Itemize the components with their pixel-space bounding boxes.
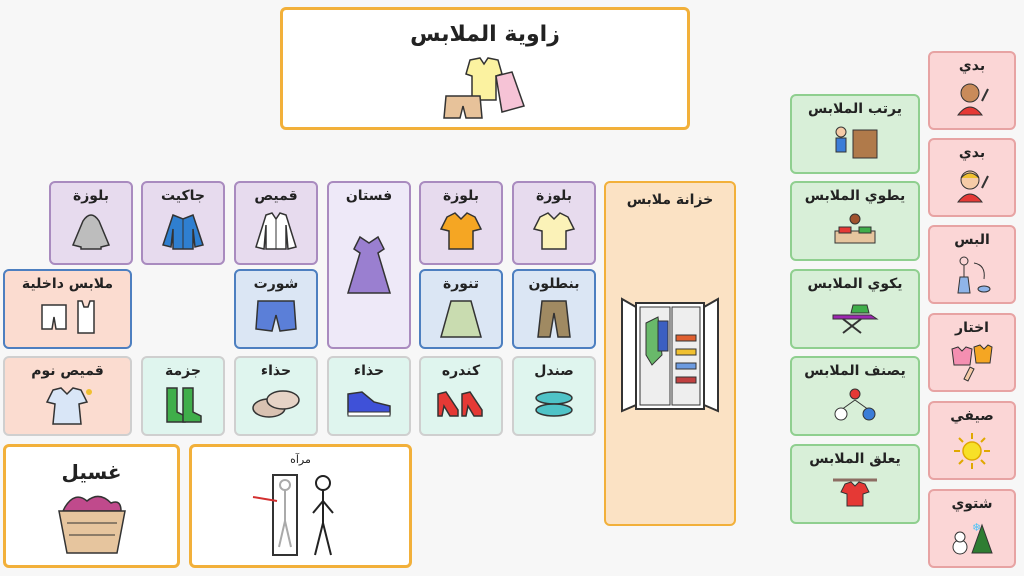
laundry-label: غسيل [61,460,122,484]
shirt-label: قميص [254,188,298,204]
choose-icon [951,344,993,382]
slipper-icon [252,390,300,418]
blouse-label: بلوزة [535,188,573,204]
heels-card[interactable]: كندره [419,356,503,436]
clothes-group-icon [443,57,525,119]
verb-want-girl-card[interactable]: بدي [928,138,1016,217]
shirt-card[interactable]: قميص [234,181,318,265]
skirt-card[interactable]: تنورة [419,269,503,349]
blouse-orange-card[interactable]: بلوزة [419,181,503,265]
sandal-icon [535,391,573,417]
blouse-icon [532,212,576,250]
boots-card[interactable]: جزمة [141,356,225,436]
action-fold-card[interactable]: يطوي الملابس [790,181,920,261]
fold-clothes-icon [834,213,876,244]
mirror-label: مرآه [290,453,311,466]
mirror-icon [252,474,334,556]
sandal-card[interactable]: صندل [512,356,596,436]
trousers-icon [537,300,571,338]
verb-want-boy-card[interactable]: بدي [928,51,1016,130]
sneaker-label: حذاء [353,363,385,379]
verb-winter-label: شتوي [951,496,993,512]
hang-clothes-icon [833,478,877,507]
slipper-label: حذاء [260,363,292,379]
dress-card[interactable]: فستان [327,181,411,349]
slipper-card[interactable]: حذاء [234,356,318,436]
action-arrange-card[interactable]: يرتب الملابس [790,94,920,174]
boots-label: جزمة [165,363,201,379]
verb-winter-card[interactable]: شتوي ❄ [928,489,1016,568]
hoodie-icon [71,214,111,250]
action-hang-card[interactable]: يعلق الملابس [790,444,920,524]
verb-want-boy-label: بدي [958,58,986,74]
underwear-icon [40,300,95,334]
nightgown-card[interactable]: قميص نوم [3,356,132,436]
page-title: زاوية الملابس [410,22,560,47]
dress-up-icon [957,256,991,294]
mirror-card[interactable]: مرآه [189,444,412,568]
trousers-card[interactable]: بنطلون [512,269,596,349]
wardrobe-card[interactable]: خزانة ملابس [604,181,736,526]
nightgown-label: قميص نوم [31,363,104,379]
jacket-card[interactable]: جاكيت [141,181,225,265]
wardrobe-icon [621,297,719,413]
hoodie-card[interactable]: بلوزة [49,181,133,265]
verb-summer-label: صيفي [950,408,994,424]
action-iron-label: يكوي الملابس [807,276,903,292]
sneaker-icon [347,391,391,417]
verb-choose-label: اختار [955,320,989,336]
sandal-label: صندل [534,363,574,379]
action-hang-label: يعلق الملابس [809,451,901,467]
girl-waving-icon [956,170,989,203]
verb-choose-card[interactable]: اختار [928,313,1016,392]
wardrobe-label: خزانة ملابس [626,192,714,208]
header-card[interactable]: زاوية الملابس [280,7,690,130]
blouse-card[interactable]: بلوزة [512,181,596,265]
action-iron-card[interactable]: يكوي الملابس [790,269,920,349]
verb-want-girl-label: بدي [958,145,986,161]
verb-wear-label: البس [954,232,990,248]
winter-icon: ❄ [952,521,993,555]
shorts-icon [255,300,297,332]
hoodie-label: بلوزة [72,188,110,204]
shirt-icon [255,212,297,250]
heels-label: كندره [441,363,481,379]
action-arrange-label: يرتب الملابس [807,101,903,117]
underwear-card[interactable]: ملابس داخلية [3,269,132,349]
boots-icon [166,387,202,423]
heels-icon [437,391,483,417]
blouse-orange-label: بلوزة [442,188,480,204]
orange-blouse-icon [439,212,483,250]
action-sort-card[interactable]: يصنف الملابس [790,356,920,436]
dress-label: فستان [345,188,393,204]
dress-icon [346,235,392,294]
action-sort-label: يصنف الملابس [804,363,906,379]
sneaker-card[interactable]: حذاء [327,356,411,436]
laundry-card[interactable]: غسيل [3,444,180,568]
skirt-icon [440,300,482,338]
verb-summer-card[interactable]: صيفي [928,401,1016,480]
iron-icon [832,304,879,334]
verb-wear-card[interactable]: البس [928,225,1016,304]
laundry-basket-icon [57,495,126,554]
sun-icon [954,433,990,469]
nightgown-icon [45,387,92,425]
shorts-card[interactable]: شورت [234,269,318,349]
jacket-icon [162,214,204,250]
shorts-label: شورت [253,276,299,292]
jacket-label: جاكيت [160,188,206,204]
action-fold-label: يطوي الملابس [804,188,906,204]
trousers-label: بنطلون [528,276,580,292]
skirt-label: تنورة [442,276,480,292]
boy-waving-icon [956,83,989,116]
arrange-clothes-icon [835,126,878,159]
underwear-label: ملابس داخلية [21,276,114,292]
sort-clothes-icon [834,388,876,421]
svg-text:❄: ❄ [972,521,981,534]
